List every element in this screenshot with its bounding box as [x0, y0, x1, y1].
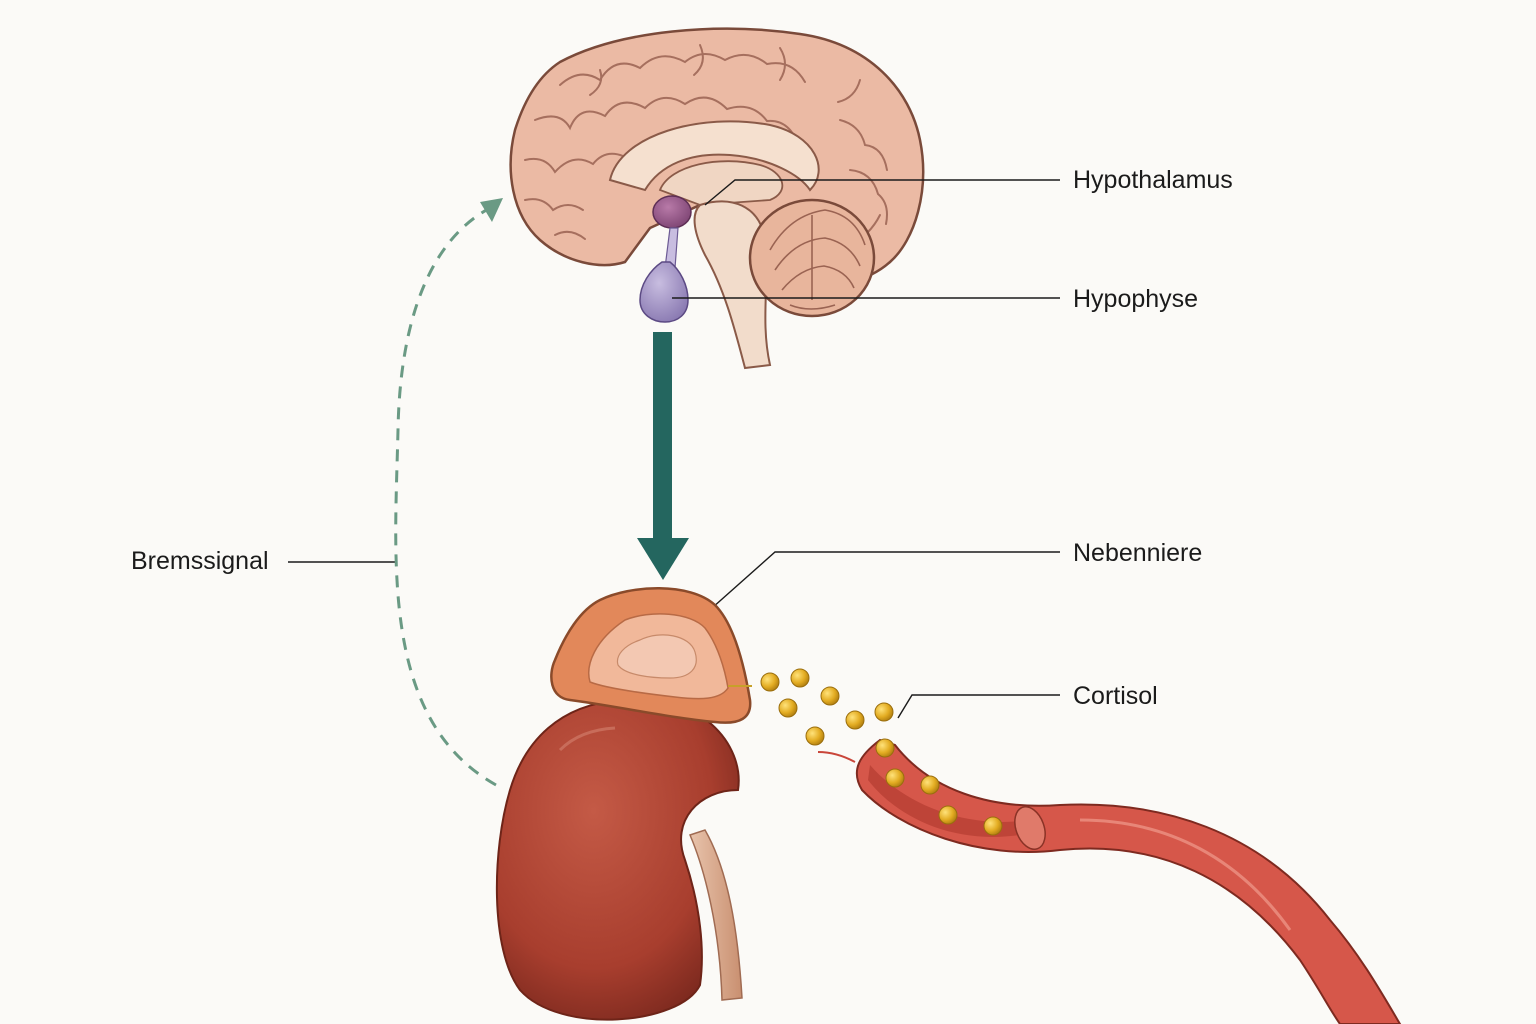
cortisol-bead	[885, 768, 905, 788]
brain-gyri	[524, 44, 888, 246]
cortisol-bead	[805, 726, 825, 746]
hypothalamus-leader	[704, 179, 1060, 206]
thalamus	[658, 160, 784, 206]
signal-arrow	[637, 332, 689, 580]
cortisol-bead	[938, 805, 958, 825]
kidney	[495, 697, 743, 1021]
cortisol-bead	[820, 686, 840, 706]
brain-illustration	[509, 27, 925, 370]
cortisol-leader	[897, 694, 1060, 719]
label-hypophyse: Hypophyse	[1073, 285, 1199, 313]
cortisol-bead	[875, 738, 895, 758]
cortisol-bead	[845, 710, 865, 730]
cortisol-bead	[778, 698, 798, 718]
blood-vessel	[817, 738, 1402, 1024]
cortisol-bead	[983, 816, 1003, 836]
label-nebenniere: Nebenniere	[1073, 539, 1203, 567]
cortisol-bead	[760, 672, 780, 692]
feedback-arrow	[394, 198, 503, 787]
label-cortisol: Cortisol	[1073, 682, 1158, 710]
corpus-callosum	[608, 120, 820, 192]
cortisol-bead	[874, 702, 894, 722]
nebenniere-leader	[711, 551, 1060, 609]
hypophyse	[639, 261, 689, 323]
cortisol-bead	[920, 775, 940, 795]
nebenniere	[550, 587, 752, 724]
cortisol-molecules	[760, 668, 1003, 836]
callout-lines	[288, 179, 1060, 719]
cortisol-bead	[790, 668, 810, 688]
label-hypothalamus: Hypothalamus	[1073, 166, 1233, 194]
hypothalamus	[652, 195, 692, 229]
cerebellum	[748, 198, 876, 318]
label-bremssignal: Bremssignal	[131, 547, 269, 575]
